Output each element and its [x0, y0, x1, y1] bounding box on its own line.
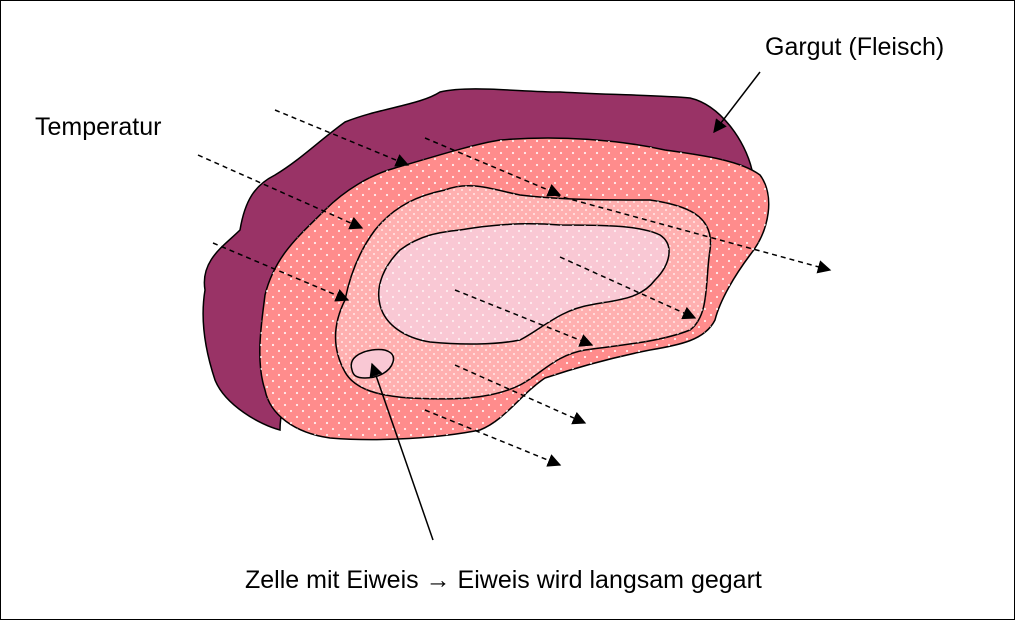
temperature-label: Temperatur: [35, 115, 161, 140]
meat-pointer-arrow: [714, 72, 760, 132]
meat-label: Gargut (Fleisch): [765, 35, 944, 60]
cell-caption: Zelle mit Eiweis → Eiweis wird langsam g…: [245, 568, 762, 593]
